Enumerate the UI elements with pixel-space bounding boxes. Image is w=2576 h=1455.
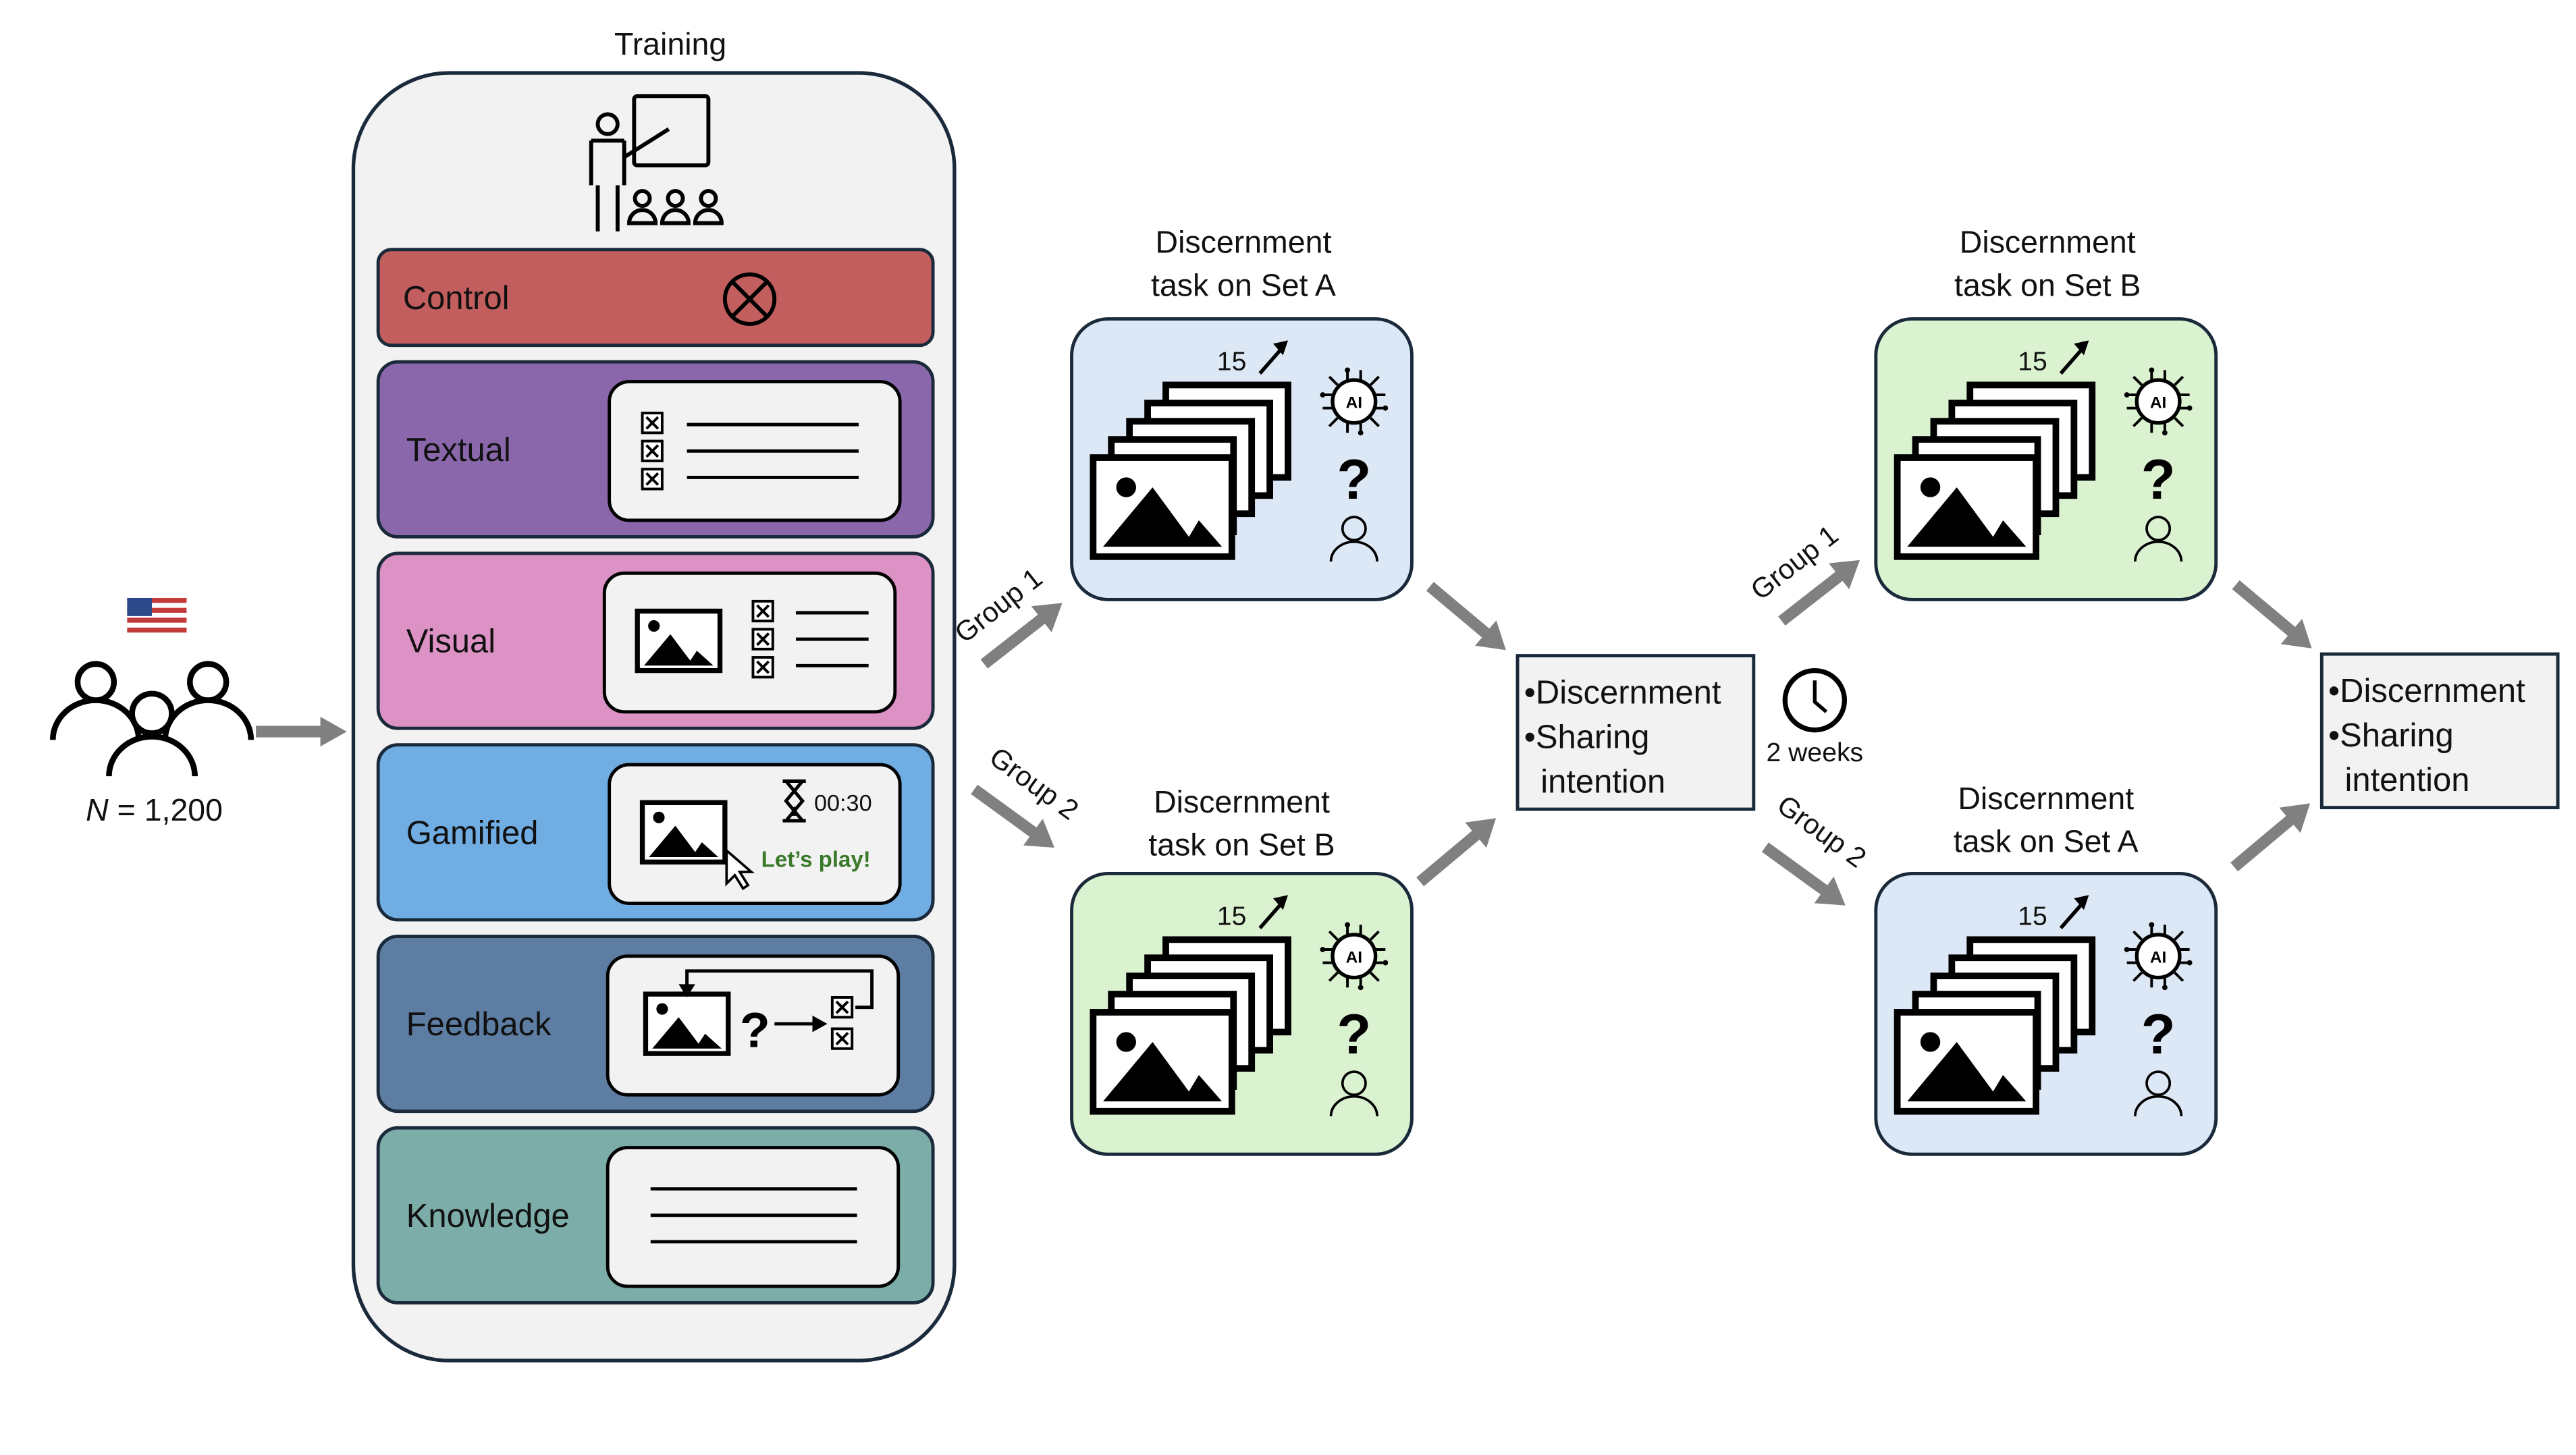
condition-label: Knowledge	[406, 1198, 570, 1234]
task-title-line1: Discernment	[1156, 225, 1332, 260]
condition-label: Feedback	[406, 1006, 552, 1043]
task-title-line2: task on Set B	[1954, 267, 2141, 302]
outcome-discernment: •Discernment	[2328, 673, 2525, 709]
condition-knowledge: Knowledge	[376, 1126, 935, 1305]
task-title-line2: task on Set A	[1151, 267, 1336, 302]
text-lines-icon	[650, 1187, 857, 1244]
ai-badge-text: AI	[2150, 949, 2166, 967]
outcome-box-round2: •Discernment •Sharing intention	[2319, 652, 2560, 810]
condition-feedback: Feedback ?	[376, 934, 935, 1114]
outcome-sharing: •Sharing	[1524, 719, 1650, 756]
group1-arrow-round2: Group 1	[1744, 518, 1870, 634]
group1-label: Group 1	[948, 561, 1048, 649]
hourglass-icon	[782, 779, 806, 823]
feedback-loop-icon: ?	[678, 969, 874, 1058]
condition-visual: Visual	[376, 551, 935, 730]
training-panel: Training Control Textual	[351, 26, 957, 1363]
task-card-set-a-round2: Discernment task on Set A 15 AI ?	[1874, 781, 2218, 1156]
n-value: = 1,200	[109, 792, 223, 827]
question-mark-icon: ?	[2141, 448, 2176, 511]
teacher-icon	[589, 94, 724, 231]
item-count: 15	[2018, 902, 2047, 931]
question-mark-icon: ?	[1337, 448, 1371, 511]
image-icon	[643, 802, 725, 862]
clock-icon	[1782, 667, 1848, 733]
checklist-icon	[751, 599, 869, 679]
task-card-set-a-round1: Discernment task on Set A 15 AI ?	[1070, 225, 1414, 601]
group1-arrow: Group 1	[948, 561, 1072, 677]
group2-arrow-round2: Group 2	[1756, 788, 1872, 918]
group2-arrow: Group 2	[965, 740, 1085, 860]
outcome-intention: intention	[1540, 764, 1665, 800]
no-training-icon	[722, 272, 777, 326]
image-icon	[645, 994, 728, 1053]
participants: N = 1,200	[49, 597, 347, 827]
timer-text: 00:30	[814, 791, 872, 817]
ai-badge-text: AI	[1346, 394, 1362, 412]
svg-text:?: ?	[740, 1002, 770, 1058]
lets-play-text: Let’s play!	[761, 847, 871, 872]
cursor-icon	[725, 848, 755, 891]
task-card-set-b-round2: Discernment task on Set B 15 AI ?	[1874, 225, 2218, 601]
training-title: Training	[614, 26, 726, 61]
condition-label: Visual	[406, 624, 495, 660]
task-title-line2: task on Set A	[1954, 824, 2139, 859]
condition-label: Control	[403, 280, 510, 317]
task-title-line2: task on Set B	[1148, 827, 1335, 862]
outcome-discernment: •Discernment	[1524, 675, 1721, 711]
checklist-icon	[641, 412, 859, 491]
image-icon	[637, 611, 720, 671]
question-mark-icon: ?	[1337, 1003, 1371, 1066]
task-title-line1: Discernment	[1960, 225, 2136, 260]
outcome-box-round1: •Discernment •Sharing intention	[1515, 654, 1756, 811]
delay-label: 2 weeks	[1767, 738, 1864, 767]
us-flag-icon	[127, 597, 187, 633]
svg-text:N = 1,200: N = 1,200	[86, 792, 223, 827]
condition-label: Textual	[406, 432, 511, 468]
arrow-b2-to-outcome	[2225, 572, 2322, 661]
item-count: 15	[1217, 902, 1247, 931]
arrow-a1-to-outcome	[1420, 574, 1517, 663]
outcome-intention: intention	[2345, 762, 2470, 798]
arrow-a2-to-outcome	[2224, 791, 2321, 880]
condition-label: Gamified	[406, 815, 539, 851]
participants-group-icon	[49, 661, 254, 777]
condition-control: Control	[376, 248, 935, 348]
ai-badge-text: AI	[1346, 949, 1362, 967]
outcome-sharing: •Sharing	[2328, 717, 2454, 754]
item-count: 15	[1217, 347, 1247, 376]
group1-label: Group 1	[1744, 518, 1844, 606]
task-title-line1: Discernment	[1154, 784, 1330, 819]
condition-textual: Textual	[376, 360, 935, 539]
condition-gamified: Gamified 00:30 Let’s play!	[376, 743, 935, 922]
arrow-b1-to-outcome	[1410, 806, 1507, 895]
ai-badge-text: AI	[2150, 394, 2166, 412]
task-card-set-b-round1: Discernment task on Set B 15 AI ?	[1070, 784, 1414, 1156]
arrow-to-training	[256, 717, 347, 747]
question-mark-icon: ?	[2141, 1003, 2176, 1066]
n-label: N	[86, 792, 109, 827]
item-count: 15	[2018, 347, 2047, 376]
delay-indicator: 2 weeks	[1767, 667, 1864, 767]
task-title-line1: Discernment	[1958, 781, 2134, 816]
